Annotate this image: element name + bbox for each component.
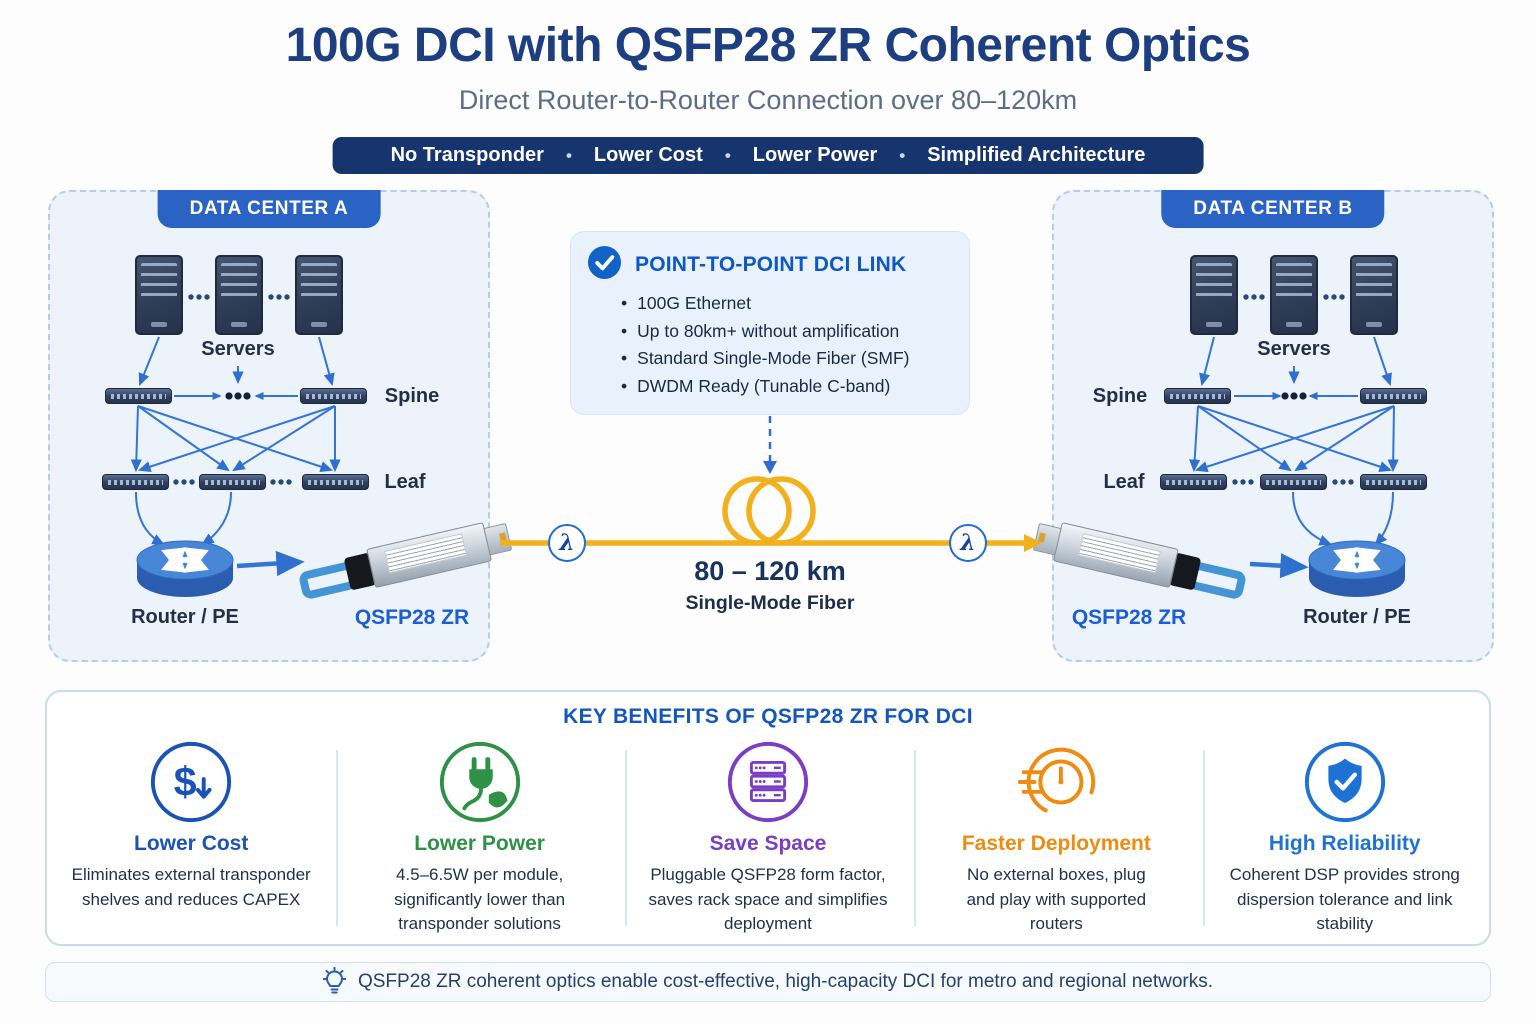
spine-switch-icon	[1164, 388, 1231, 404]
benefits-row: $ Lower Cost Eliminates external transpo…	[47, 738, 1489, 937]
servers-label: Servers	[201, 338, 275, 360]
benefit-description: Pluggable QSFP28 form factor, saves rack…	[648, 865, 888, 934]
leaf-switch-icon	[102, 474, 169, 490]
speed-clock-icon	[1018, 747, 1096, 817]
server-tower-icon	[215, 255, 263, 335]
router-icon	[135, 536, 235, 602]
server-tower-icon	[135, 255, 183, 335]
router-label: Router / PE	[1303, 606, 1411, 628]
benefit-description: 4.5–6.5W per module, significantly lower…	[394, 865, 566, 934]
bullet-item: Up to 80km+ without amplification	[621, 318, 909, 346]
leaf-switch-icon	[199, 474, 266, 490]
benefit-title: Faster Deployment	[961, 832, 1151, 855]
benefit-title: Save Space	[709, 832, 827, 855]
network-mesh-lines	[1189, 294, 1399, 579]
banner-item: Simplified Architecture	[927, 144, 1146, 166]
shield-check-icon	[1304, 741, 1385, 823]
server-tower-icon	[295, 255, 343, 335]
dci-link-infobox: POINT-TO-POINT DCI LINK 100G Ethernet Up…	[570, 231, 970, 415]
datacenter-b-title: DATA CENTER B	[1161, 190, 1385, 228]
dci-link-bullets: 100G Ethernet Up to 80km+ without amplif…	[621, 290, 909, 400]
benefit-save-space: Save Space Pluggable QSFP28 form factor,…	[624, 738, 912, 937]
leaf-switch-icon	[1260, 474, 1327, 490]
leaf-label: Leaf	[384, 471, 426, 493]
server-tower-icon	[1270, 255, 1318, 335]
fiber-coil-icon	[722, 476, 816, 546]
fiber-distance-label: 80 – 120 km	[694, 556, 846, 586]
benefit-title: Lower Power	[414, 832, 545, 855]
power-plug-leaf-icon	[439, 741, 520, 823]
benefit-description: Eliminates external transponder shelves …	[71, 865, 311, 909]
dollar-down-icon: $	[151, 741, 232, 823]
column-divider	[625, 750, 627, 926]
leaf-label: Leaf	[1103, 471, 1145, 493]
server-tower-icon	[1350, 255, 1398, 335]
footer-note-text: QSFP28 ZR coherent optics enable cost-ef…	[357, 971, 1214, 992]
router-label: Router / PE	[131, 606, 239, 628]
footer-note-bar: QSFP28 ZR coherent optics enable cost-ef…	[45, 962, 1491, 1002]
svg-text:$: $	[174, 759, 197, 805]
benefit-lower-cost: $ Lower Cost Eliminates external transpo…	[47, 738, 335, 937]
servers-label: Servers	[1257, 338, 1331, 360]
spine-switch-icon	[105, 388, 172, 404]
lambda-icon: λ	[548, 524, 586, 562]
qsfp-label: QSFP28 ZR	[1071, 606, 1187, 629]
spine-label: Spine	[384, 385, 440, 407]
benefit-description: No external boxes, plug and play with su…	[966, 865, 1147, 934]
datacenter-a-title: DATA CENTER A	[157, 190, 381, 228]
benefit-lower-power: Lower Power 4.5–6.5W per module, signifi…	[335, 738, 623, 937]
server-rack-icon	[727, 741, 809, 823]
benefit-high-reliability: High Reliability Coherent DSP provides s…	[1201, 738, 1489, 937]
qsfp-sticker	[1077, 533, 1161, 574]
spine-switch-icon	[300, 388, 367, 404]
qsfp-sticker	[384, 533, 468, 574]
separator-dot: •	[724, 145, 731, 165]
banner-item: No Transponder	[390, 144, 544, 166]
key-benefits-panel: KEY BENEFITS OF QSFP28 ZR FOR DCI $ Lowe…	[45, 690, 1491, 946]
qsfp-fiber-port	[483, 522, 513, 556]
network-mesh-lines	[130, 294, 341, 577]
column-divider	[336, 750, 338, 926]
qsfp-label: QSFP28 ZR	[354, 606, 470, 629]
server-tower-icon	[1190, 255, 1238, 335]
leaf-switch-icon	[1160, 474, 1227, 490]
separator-dot: •	[565, 145, 572, 165]
page-subtitle: Direct Router-to-Router Connection over …	[458, 85, 1078, 115]
column-divider	[914, 750, 916, 926]
page-title: 100G DCI with QSFP28 ZR Coherent Optics	[285, 19, 1251, 72]
bullet-item: DWDM Ready (Tunable C-band)	[621, 373, 909, 401]
leaf-switch-icon	[302, 474, 369, 490]
separator-dot: •	[899, 145, 906, 165]
check-icon	[587, 245, 622, 280]
spine-switch-icon	[1360, 388, 1427, 404]
benefit-title: High Reliability	[1268, 832, 1421, 855]
banner-item: Lower Cost	[593, 144, 703, 166]
feature-banner: No Transponder • Lower Cost • Lower Powe…	[332, 137, 1204, 174]
spine-label: Spine	[1092, 385, 1148, 407]
column-divider	[1203, 750, 1205, 926]
leaf-switch-icon	[1360, 474, 1427, 490]
datacenter-a-panel: DATA CENTER A	[48, 190, 513, 662]
banner-item: Lower Power	[752, 144, 878, 166]
bullet-item: Standard Single-Mode Fiber (SMF)	[621, 345, 909, 373]
datacenter-b-panel: DATA CENTER B	[1032, 190, 1494, 662]
benefit-title: Lower Cost	[134, 832, 249, 855]
bullet-item: 100G Ethernet	[621, 290, 909, 318]
lambda-icon: λ	[949, 524, 987, 562]
fiber-type-label: Single-Mode Fiber	[685, 592, 855, 614]
benefit-faster-deployment: Faster Deployment No external boxes, plu…	[912, 738, 1200, 937]
dci-link-title: POINT-TO-POINT DCI LINK	[635, 253, 907, 276]
benefit-description: Coherent DSP provides strong dispersion …	[1229, 865, 1460, 934]
lightbulb-icon	[322, 967, 346, 994]
router-icon	[1307, 536, 1407, 602]
benefits-title: KEY BENEFITS OF QSFP28 ZR FOR DCI	[563, 705, 973, 728]
